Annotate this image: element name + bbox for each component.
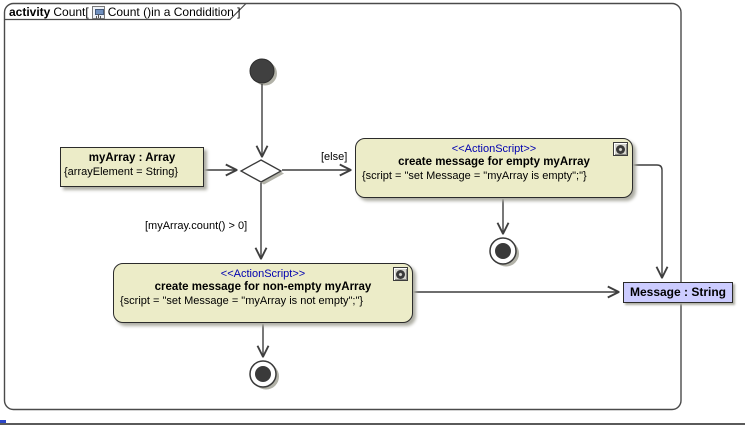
action-nonempty-name: create message for non-empty myArray [154, 281, 372, 293]
gear-icon [393, 267, 408, 281]
edge-empty-action-to-message[interactable] [633, 164, 662, 277]
frame-title-pre: Count[ [53, 5, 89, 19]
action-create-message-empty[interactable]: <<ActionScript>> create message for empt… [355, 138, 633, 198]
frame-title[interactable]: activity Count[ Count ()in a Condidition… [9, 5, 240, 19]
action-empty-name: create message for empty myArray [398, 156, 590, 168]
gear-icon [613, 142, 628, 156]
activity-diagram-icon [91, 5, 105, 19]
activity-final-node-nonempty[interactable] [249, 360, 277, 388]
activity-frame-border[interactable] [3, 2, 682, 411]
window-bottom-border [0, 423, 745, 425]
object-node-myarray[interactable]: myArray : Array {arrayElement = String} [60, 147, 204, 187]
guard-count[interactable]: [myArray.count() > 0] [145, 220, 248, 232]
decision-node[interactable] [239, 159, 283, 183]
object-node-message-name: Message : String [629, 285, 727, 299]
frame-keyword: activity [9, 5, 51, 19]
action-empty-stereotype: <<ActionScript>> [451, 143, 537, 155]
frame-title-tab-outline[interactable] [4, 3, 247, 21]
object-node-myarray-name: myArray : Array [88, 152, 176, 164]
action-empty-script: {script = "set Message = "myArray is emp… [362, 170, 587, 182]
object-node-message[interactable]: Message : String [623, 282, 733, 303]
action-nonempty-stereotype: <<ActionScript>> [220, 268, 306, 280]
frame-title-post: Count ()in a Condidition ] [107, 5, 241, 19]
text-caret-artifact [0, 420, 6, 423]
action-create-message-nonempty[interactable]: <<ActionScript>> create message for non-… [113, 263, 413, 323]
object-node-myarray-constraint: {arrayElement = String} [64, 166, 179, 178]
activity-final-node-empty[interactable] [489, 237, 517, 265]
action-nonempty-script: {script = "set Message = "myArray is not… [120, 295, 364, 307]
guard-else[interactable]: [else] [321, 151, 348, 163]
initial-node[interactable] [249, 58, 275, 84]
